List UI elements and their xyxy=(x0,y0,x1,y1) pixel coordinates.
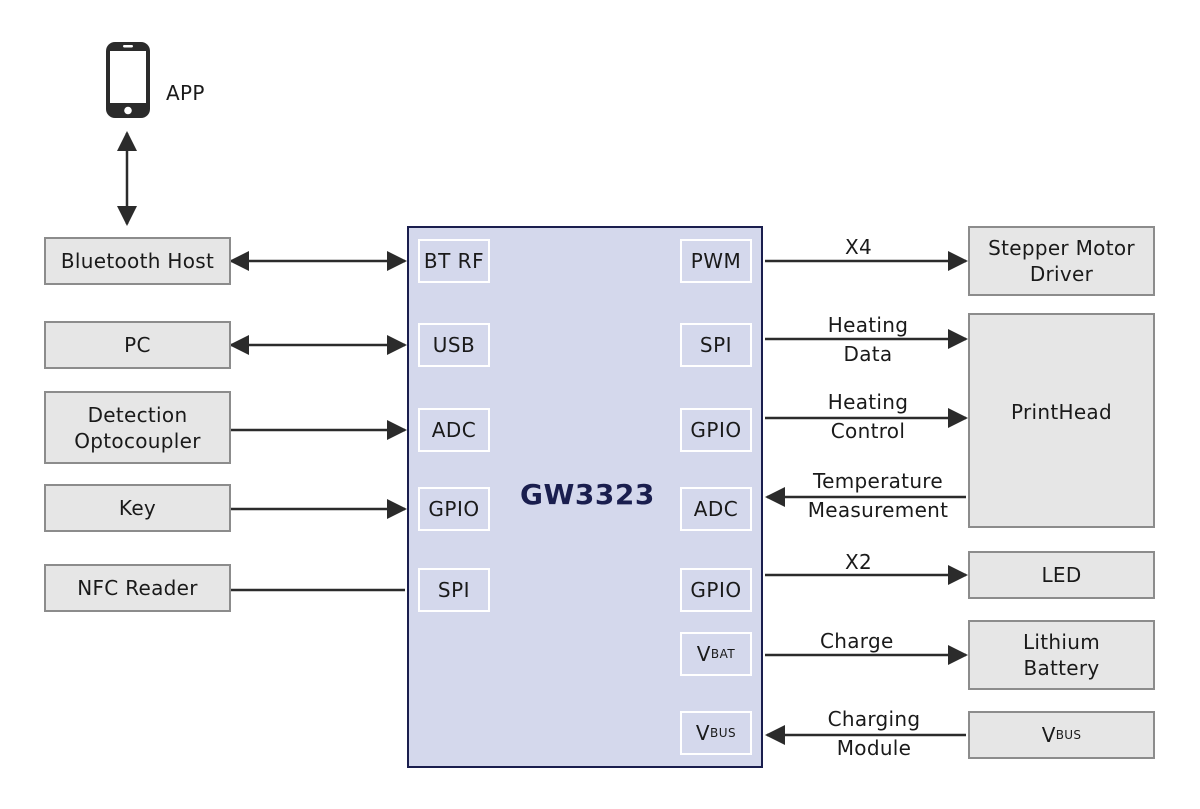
lithium-battery-block: Lithium Battery xyxy=(968,620,1155,690)
pin-vbat-sub: BAT xyxy=(710,647,736,661)
signal-label-temperature: Temperature Measurement xyxy=(790,468,966,523)
heating-data-line1: Heating xyxy=(827,313,909,337)
signal-label-x2: X2 xyxy=(845,550,873,574)
temperature-line1: Temperature xyxy=(813,469,943,493)
key-block: Key xyxy=(44,484,231,532)
smartphone-icon xyxy=(105,41,151,119)
pin-bt-rf: BT RF xyxy=(418,239,490,283)
led-label: LED xyxy=(1041,563,1082,587)
bluetooth-host-label: Bluetooth Host xyxy=(60,249,215,273)
bluetooth-host-block: Bluetooth Host xyxy=(44,237,231,285)
pin-gpio-right-1: GPIO xyxy=(680,408,752,452)
nfc-reader-label: NFC Reader xyxy=(77,576,198,600)
signal-label-charging-module: Charging Module xyxy=(812,706,936,761)
pin-vbus-main: V xyxy=(695,721,711,745)
stepper-label-2: Driver xyxy=(1029,262,1094,286)
heating-control-line2: Control xyxy=(830,419,906,443)
chip-name: GW3323 xyxy=(520,478,655,511)
detection-label-1: Detection xyxy=(87,402,188,427)
lithium-label-2: Battery xyxy=(1023,656,1100,680)
signal-label-heating-control: Heating Control xyxy=(812,389,924,444)
key-label: Key xyxy=(118,496,157,520)
pin-usb: USB xyxy=(418,323,490,367)
nfc-reader-block: NFC Reader xyxy=(44,564,231,612)
pc-label: PC xyxy=(124,333,151,357)
lithium-label-1: Lithium xyxy=(1022,630,1101,654)
pc-block: PC xyxy=(44,321,231,369)
vbus-source-sub: BUS xyxy=(1055,728,1082,742)
pin-adc-left: ADC xyxy=(418,408,490,452)
signal-label-heating-data: Heating Data xyxy=(812,312,924,367)
signal-label-charge: Charge xyxy=(820,629,894,653)
led-block: LED xyxy=(968,551,1155,599)
printhead-label: PrintHead xyxy=(1010,400,1112,424)
heating-data-line2: Data xyxy=(843,342,893,366)
app-label: APP xyxy=(166,81,205,105)
pin-pwm: PWM xyxy=(680,239,752,283)
pin-vbus-sub: BUS xyxy=(710,726,737,740)
detection-optocoupler-block: Detection Optocoupler xyxy=(44,391,231,464)
heating-control-line1: Heating xyxy=(827,390,909,414)
pin-adc-right: ADC xyxy=(680,487,752,531)
temperature-line2: Measurement xyxy=(807,498,949,522)
signal-label-x4: X4 xyxy=(845,235,873,259)
pin-gpio-right-2: GPIO xyxy=(680,568,752,612)
pin-spi-right: SPI xyxy=(680,323,752,367)
pin-vbat-main: V xyxy=(696,642,711,666)
pin-spi-left: SPI xyxy=(418,568,490,612)
pin-gpio-left: GPIO xyxy=(418,487,490,531)
printhead-block: PrintHead xyxy=(968,313,1155,528)
detection-label-2: Optocoupler xyxy=(74,428,201,453)
vbus-source-main: V xyxy=(1041,723,1056,747)
charging-line2: Module xyxy=(836,736,912,760)
stepper-label-1: Stepper Motor xyxy=(988,236,1135,260)
gw3323-chip xyxy=(407,226,763,768)
stepper-motor-driver-block: Stepper Motor Driver xyxy=(968,226,1155,296)
charging-line1: Charging xyxy=(827,707,921,731)
